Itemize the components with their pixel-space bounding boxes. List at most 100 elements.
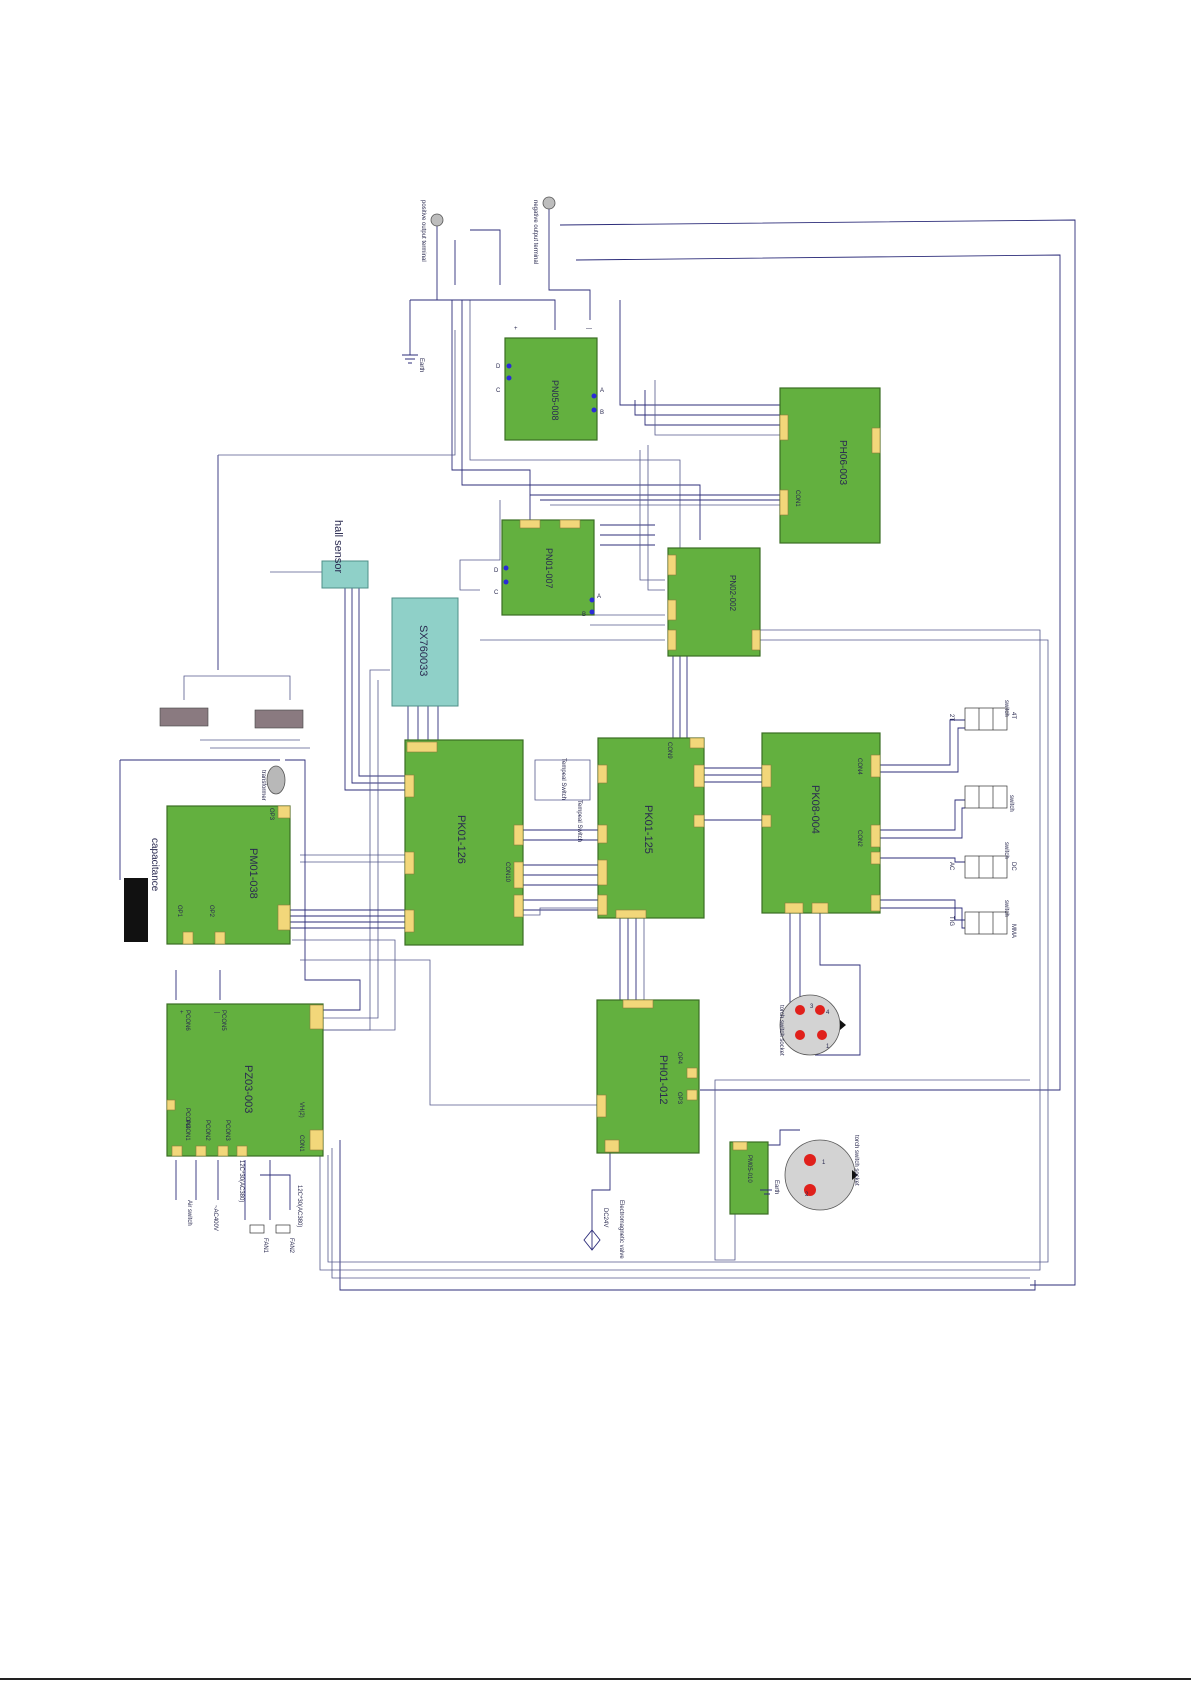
svg-text:PCON4: PCON4 (184, 1108, 190, 1129)
wires (175, 205, 1076, 1291)
capacitance: capacitance (119, 759, 280, 942)
svg-text:CON9: CON9 (666, 742, 672, 759)
svg-text:4: 4 (826, 1010, 830, 1016)
svg-text:switch: switch (1003, 842, 1009, 859)
svg-text:Earth: Earth (418, 358, 424, 372)
svg-text:FAN2: FAN2 (288, 1238, 294, 1254)
page-bottom-rule (0, 1678, 1191, 1680)
svg-text:negative output terminal: negative output terminal (532, 200, 538, 264)
module-SX760033: SX760033 (391, 597, 459, 707)
svg-text:CON2: CON2 (856, 830, 862, 847)
svg-text:AC: AC (948, 862, 954, 871)
heatsinks (159, 675, 310, 749)
board-PZ03-003: PZ03-003 + — PCON6 PCON5 PCON4 PCON1 PCO… (166, 1003, 324, 1157)
board-PM01-038: PM01-038 OP3 OP1 OP2 (166, 805, 291, 945)
svg-text:switch: switch (1003, 900, 1009, 917)
svg-text:switch: switch (1003, 700, 1009, 717)
svg-text:OP3: OP3 (268, 808, 274, 821)
svg-text:12C*30(AC380): 12C*30(AC380) (238, 1160, 244, 1202)
svg-text:SX760033: SX760033 (417, 625, 429, 676)
svg-text:PCON1: PCON1 (184, 1120, 190, 1141)
svg-text:12C*30(AC380): 12C*30(AC380) (296, 1185, 302, 1227)
svg-text:B: B (582, 612, 586, 618)
air-switch: Air switch ~AC400V (175, 1160, 219, 1231)
svg-text:switch: switch (1008, 795, 1014, 812)
svg-text:PZ03-003: PZ03-003 (242, 1065, 254, 1113)
svg-text:CON1: CON1 (794, 490, 800, 507)
torch-switch-socket-2: 1 2 torch switch socket (784, 1135, 859, 1211)
svg-text:PK08-004: PK08-004 (809, 785, 821, 834)
svg-text:VH(2): VH(2) (298, 1102, 304, 1118)
svg-text:MMA: MMA (1010, 924, 1016, 938)
svg-text:1: 1 (826, 1044, 830, 1050)
svg-text:1: 1 (822, 1160, 826, 1166)
svg-text:PN01-007: PN01-007 (544, 548, 554, 589)
switch-2t-4t: 2T 4T switch (948, 700, 1016, 731)
board-PK08-004: PK08-004 CON4 CON2 (761, 732, 881, 914)
svg-text:OP1: OP1 (176, 905, 182, 918)
board-PN05-008: PN05-008 D C A B + — (496, 326, 604, 441)
svg-text:PK01-125: PK01-125 (642, 805, 654, 854)
svg-text:PN02-002: PN02-002 (728, 575, 737, 612)
svg-text:Electromagnetic valve: Electromagnetic valve (618, 1200, 624, 1259)
svg-text:OP4: OP4 (676, 1052, 682, 1065)
svg-text:2: 2 (805, 1192, 809, 1198)
svg-text:PH01-012: PH01-012 (657, 1055, 669, 1105)
positive-output-terminal: positive output terminal (420, 200, 444, 262)
svg-text:PN05-008: PN05-008 (550, 380, 560, 421)
svg-text:CON1: CON1 (298, 1135, 304, 1152)
svg-text:hall sensor: hall sensor (332, 520, 344, 574)
board-PN02-002: PN02-002 (667, 547, 761, 657)
svg-text:PCON2: PCON2 (204, 1120, 210, 1141)
svg-text:transformer: transformer (260, 770, 266, 801)
svg-text:2T: 2T (948, 714, 954, 721)
svg-text:~AC400V: ~AC400V (212, 1205, 218, 1231)
svg-text:torch switch socket: torch switch socket (853, 1135, 859, 1186)
earth-symbol-2: Earth (760, 1180, 779, 1195)
svg-text:D: D (496, 364, 501, 370)
svg-text:TIG: TIG (948, 916, 954, 926)
svg-text:DC24V: DC24V (602, 1208, 608, 1227)
svg-text:3: 3 (810, 1004, 814, 1010)
svg-text:PCON6: PCON6 (184, 1010, 190, 1031)
earth-symbol-1: Earth (402, 300, 424, 372)
svg-text:Air switch: Air switch (186, 1200, 192, 1226)
temperature-switches: Tempeal Switch Tempeal Switch (560, 758, 582, 842)
svg-text:OP3: OP3 (676, 1092, 682, 1105)
board-PM05-010: PM05-010 (729, 1141, 769, 1215)
svg-text:4T: 4T (1010, 712, 1016, 719)
svg-text:DC: DC (1010, 862, 1016, 871)
switch-ac-dc: AC DC switch (948, 842, 1016, 879)
board-PH01-012: PH01-012 OP4 OP3 (596, 999, 700, 1154)
svg-text:PH06-003: PH06-003 (837, 440, 848, 485)
svg-text:PM01-038: PM01-038 (247, 848, 259, 899)
svg-text:D: D (494, 568, 499, 574)
svg-text:+: + (180, 1010, 184, 1016)
board-PH06-003: PH06-003 CON1 (779, 387, 881, 544)
svg-text:B: B (600, 410, 604, 416)
svg-text:C: C (494, 590, 499, 596)
hall-sensor: hall sensor (321, 520, 369, 589)
svg-text:CON4: CON4 (856, 758, 862, 775)
svg-text:FAN1: FAN1 (262, 1238, 268, 1254)
torch-switch-socket-1: 3 4 1 torch switch socket (778, 994, 846, 1056)
svg-text:Tempeal Switch: Tempeal Switch (560, 758, 566, 800)
negative-output-terminal: negative output terminal (532, 196, 556, 264)
svg-text:C: C (496, 388, 501, 394)
switch-tig-mma: TIG MMA switch (948, 900, 1016, 938)
board-PN01-007: PN01-007 D C A B (494, 519, 601, 618)
svg-text:PCON3: PCON3 (224, 1120, 230, 1141)
svg-text:capacitance: capacitance (149, 838, 160, 892)
switch-pulse: switch (964, 785, 1014, 812)
svg-text:+: + (514, 326, 518, 332)
svg-text:positive output terminal: positive output terminal (420, 200, 426, 262)
board-PK01-125: PK01-125 CON9 (597, 737, 705, 919)
svg-text:Tempeal Switch: Tempeal Switch (576, 800, 582, 842)
svg-text:OP2: OP2 (208, 905, 214, 918)
svg-text:Earth: Earth (773, 1180, 779, 1194)
svg-text:CON10: CON10 (504, 862, 510, 883)
board-PK01-126: PK01-126 CON10 (404, 739, 524, 946)
svg-text:A: A (597, 594, 601, 600)
svg-text:torch switch socket: torch switch socket (778, 1005, 784, 1056)
